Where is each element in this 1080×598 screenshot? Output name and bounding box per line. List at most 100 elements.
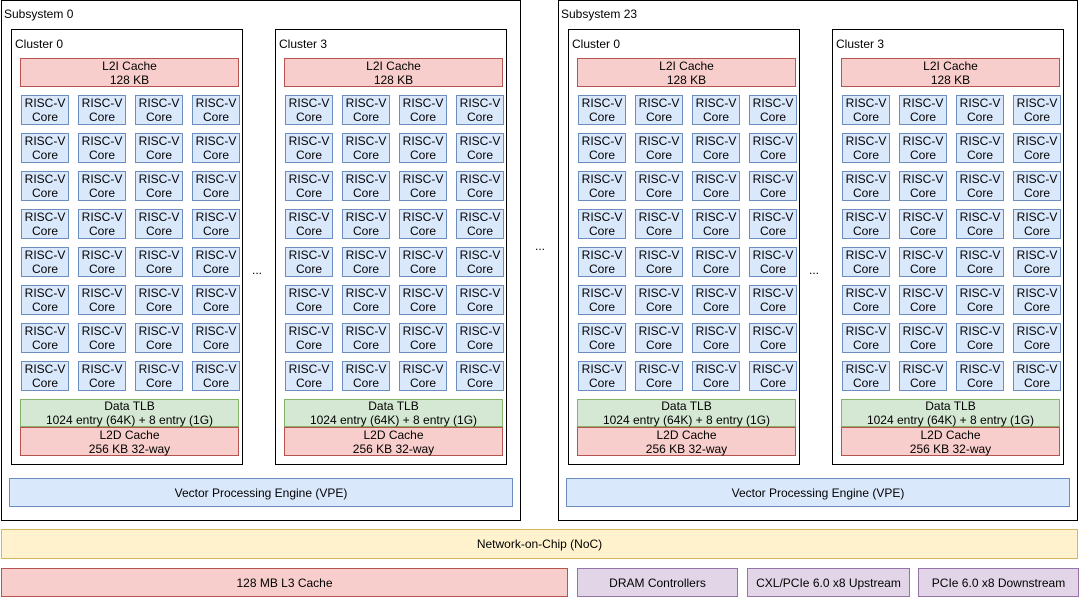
core-line1: RISC-V	[638, 286, 680, 300]
core-line2: Core	[966, 376, 993, 390]
l2i-title: L2I Cache	[923, 58, 978, 73]
core-line1: RISC-V	[459, 172, 501, 186]
core-line2: Core	[88, 224, 115, 238]
core-line1: RISC-V	[288, 134, 330, 148]
core-line1: RISC-V	[24, 172, 66, 186]
core-line2: Core	[966, 262, 993, 276]
core-line1: RISC-V	[1016, 324, 1058, 338]
core-line2: Core	[1023, 148, 1050, 162]
core-line1: RISC-V	[459, 362, 501, 376]
core-line2: Core	[145, 300, 172, 314]
core-line1: RISC-V	[24, 248, 66, 262]
core-line2: Core	[909, 262, 936, 276]
tlb-title: Data TLB	[104, 399, 155, 413]
l2i-size: 128 KB	[373, 72, 414, 87]
core-line2: Core	[852, 148, 879, 162]
l2i-title: L2I Cache	[102, 58, 157, 73]
core-line1: RISC-V	[459, 134, 501, 148]
core-line2: Core	[966, 148, 993, 162]
core-line1: RISC-V	[638, 362, 680, 376]
core-line2: Core	[759, 186, 786, 200]
core-line2: Core	[409, 300, 436, 314]
core-line1: RISC-V	[845, 324, 887, 338]
core-line2: Core	[466, 338, 493, 352]
tlb-detail: 1024 entry (64K) + 8 entry (1G)	[45, 413, 214, 427]
core-line1: RISC-V	[845, 248, 887, 262]
l2i-size: 128 KB	[109, 72, 150, 87]
core-line1: RISC-V	[288, 362, 330, 376]
core-line1: RISC-V	[345, 248, 387, 262]
core-line1: RISC-V	[581, 362, 623, 376]
l2i-size: 128 KB	[930, 72, 971, 87]
vpe-label: Vector Processing Engine (VPE)	[731, 485, 905, 500]
core-line2: Core	[88, 300, 115, 314]
core-line2: Core	[31, 224, 58, 238]
core-line2: Core	[852, 110, 879, 124]
core-line2: Core	[295, 148, 322, 162]
core-line1: RISC-V	[695, 210, 737, 224]
core-line1: RISC-V	[959, 210, 1001, 224]
core-line2: Core	[759, 338, 786, 352]
core-line2: Core	[909, 110, 936, 124]
core-line1: RISC-V	[459, 96, 501, 110]
core-line2: Core	[852, 262, 879, 276]
core-line1: RISC-V	[752, 248, 794, 262]
core-line2: Core	[466, 300, 493, 314]
core-line2: Core	[295, 338, 322, 352]
core-line1: RISC-V	[195, 248, 237, 262]
core-line2: Core	[645, 300, 672, 314]
core-line1: RISC-V	[902, 248, 944, 262]
core-line2: Core	[645, 110, 672, 124]
core-line2: Core	[852, 376, 879, 390]
core-line1: RISC-V	[288, 286, 330, 300]
core-line1: RISC-V	[959, 96, 1001, 110]
core-line2: Core	[202, 148, 229, 162]
core-line1: RISC-V	[959, 362, 1001, 376]
core-line1: RISC-V	[345, 96, 387, 110]
tlb-title: Data TLB	[368, 399, 419, 413]
core-line1: RISC-V	[195, 210, 237, 224]
core-line1: RISC-V	[288, 172, 330, 186]
tlb-title: Data TLB	[661, 399, 712, 413]
core-line1: RISC-V	[81, 210, 123, 224]
core-line2: Core	[759, 376, 786, 390]
l2d-detail: 256 KB 32-way	[645, 441, 728, 456]
core-line2: Core	[588, 148, 615, 162]
core-line1: RISC-V	[1016, 362, 1058, 376]
core-line2: Core	[295, 376, 322, 390]
core-line2: Core	[31, 376, 58, 390]
core-line1: RISC-V	[752, 286, 794, 300]
